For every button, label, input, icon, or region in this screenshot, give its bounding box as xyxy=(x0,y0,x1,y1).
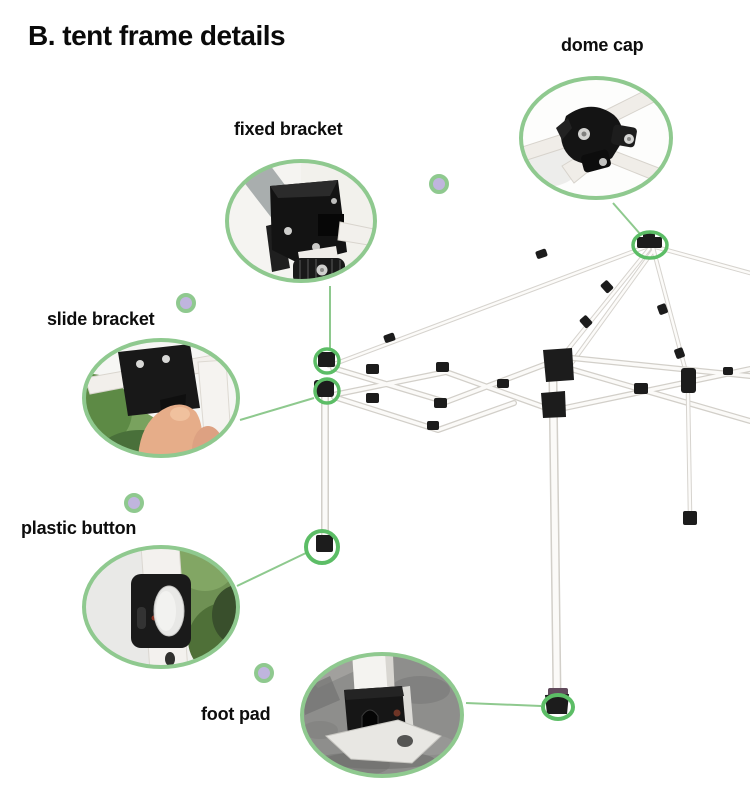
marker-dots xyxy=(124,174,449,683)
left-leg-foot xyxy=(316,535,333,552)
callout-connector-lines xyxy=(236,202,642,707)
center-slide-bracket xyxy=(541,391,566,418)
foot-pad-callout-photo xyxy=(300,652,464,778)
center-fixed-bracket xyxy=(543,348,574,382)
marker-dot-icon xyxy=(124,493,144,513)
plastic-button-callout-photo xyxy=(82,545,240,669)
peak-dome-cap xyxy=(637,237,662,248)
peak-target-circle xyxy=(631,230,669,260)
fixed-bracket-ring xyxy=(225,159,377,283)
slide-bracket-target-circle xyxy=(313,377,341,405)
marker-dot-icon xyxy=(254,663,274,683)
plastic-button-label: plastic button xyxy=(21,518,137,538)
plastic-button-target-circle xyxy=(304,529,340,565)
foot-pad-label: foot pad xyxy=(201,704,271,724)
frame-connectors xyxy=(314,233,733,714)
tent-legs xyxy=(321,377,693,701)
page-title: B. tent frame details xyxy=(28,20,286,51)
dome-cap-label: dome cap xyxy=(561,35,644,55)
foot-pad-ring xyxy=(300,652,464,778)
dome-cap-callout-photo xyxy=(519,76,673,200)
slide-bracket-ring xyxy=(82,338,240,458)
target-circles xyxy=(304,230,669,721)
dome-cap-ring xyxy=(519,76,673,200)
center-leg-foot xyxy=(545,694,569,714)
plastic-button-line xyxy=(236,551,309,587)
slide-bracket-line xyxy=(239,397,315,421)
slide-bracket-label: slide bracket xyxy=(47,309,155,329)
fixed-bracket-label: fixed bracket xyxy=(234,119,343,139)
roof-poles xyxy=(326,243,750,379)
dome-cap-line xyxy=(612,202,642,236)
left-corner-fixed-bracket xyxy=(318,352,335,367)
foot-pad-target-circle xyxy=(541,693,575,721)
plastic-button-ring xyxy=(82,545,240,669)
fixed-bracket-callout-photo xyxy=(225,159,377,283)
rear-leg-foot xyxy=(683,511,697,525)
foot-pad-line xyxy=(465,702,542,707)
fixed-bracket-target-circle xyxy=(313,347,341,375)
marker-dot-icon xyxy=(176,293,196,313)
tent-frame-wireframe xyxy=(314,233,750,714)
slide-bracket-callout-photo xyxy=(82,338,240,458)
marker-dot-icon xyxy=(429,174,449,194)
